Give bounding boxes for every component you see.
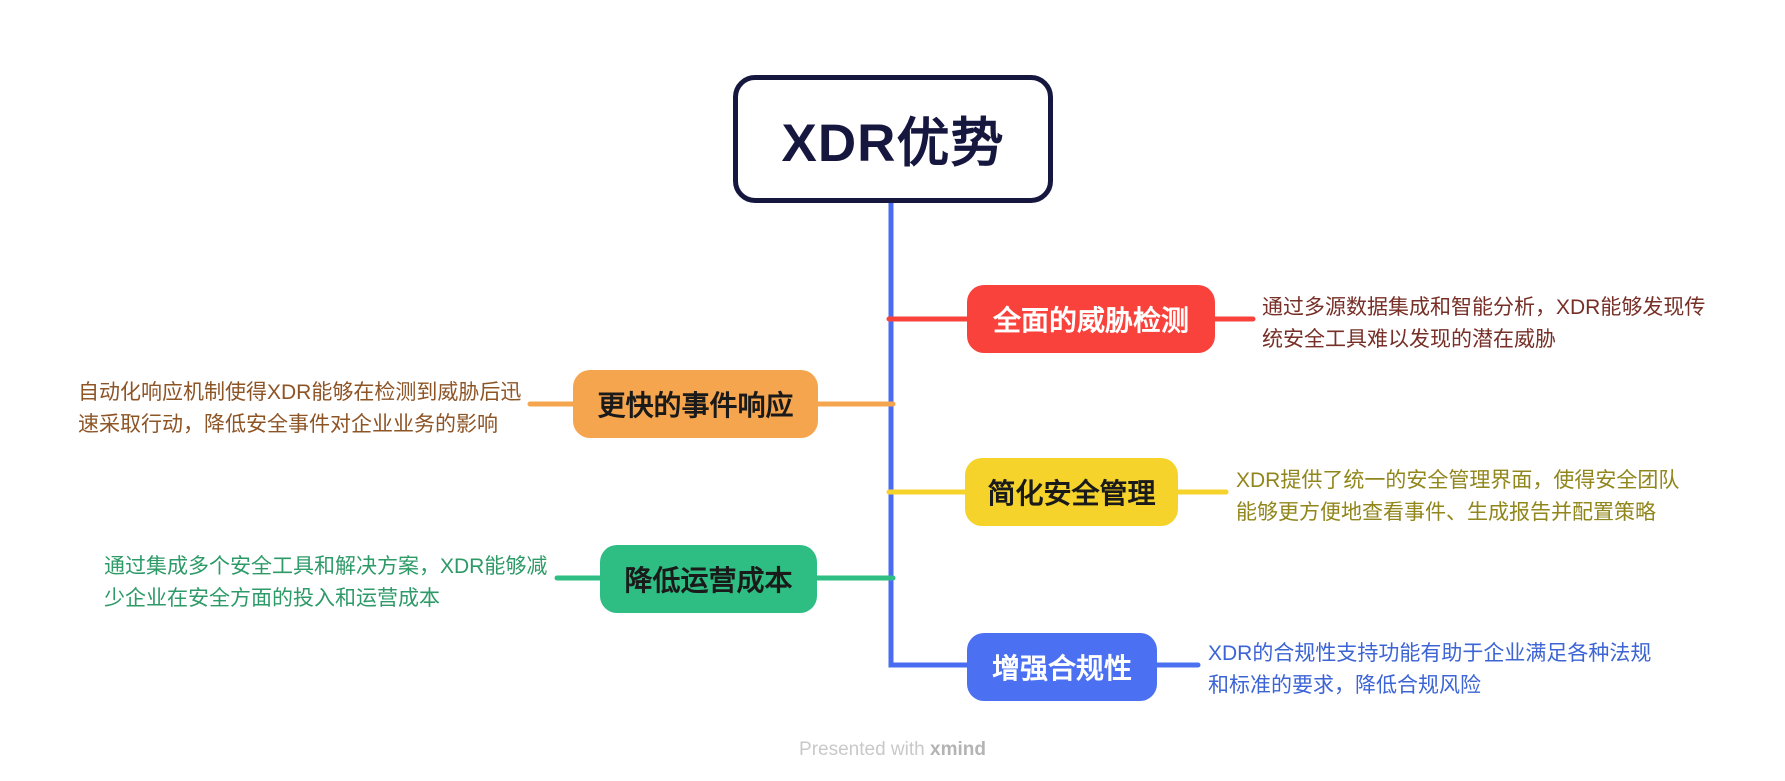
topic-simplified-management[interactable]: 简化安全管理: [965, 458, 1178, 526]
note-threat-detection[interactable]: 通过多源数据集成和智能分析，XDR能够发现传统安全工具难以发现的潜在威胁: [1262, 296, 1706, 351]
topic-faster-response[interactable]: 更快的事件响应: [573, 370, 818, 438]
topic-compliance-label: 增强合规性: [991, 653, 1132, 684]
topic-simplified-management-label: 简化安全管理: [987, 478, 1156, 509]
trunk-line: [888, 200, 967, 668]
note-lower-cost[interactable]: 通过集成多个安全工具和解决方案，XDR能够减少企业在安全方面的投入和运营成本: [104, 555, 548, 610]
watermark: Presented with xmind: [0, 739, 1785, 761]
topic-faster-response-label: 更快的事件响应: [597, 390, 794, 421]
topic-lower-cost[interactable]: 降低运营成本: [600, 545, 817, 613]
note-simplified-management[interactable]: XDR提供了统一的安全管理界面，使得安全团队能够更方便地查看事件、生成报告并配置…: [1236, 469, 1680, 524]
note-faster-response[interactable]: 自动化响应机制使得XDR能够在检测到威胁后迅速采取行动，降低安全事件对企业业务的…: [78, 381, 522, 436]
note-compliance[interactable]: XDR的合规性支持功能有助于企业满足各种法规和标准的要求，降低合规风险: [1208, 642, 1652, 697]
watermark-brand: xmind: [930, 739, 986, 760]
topic-threat-detection[interactable]: 全面的威胁检测: [967, 285, 1215, 353]
watermark-prefix: Presented with: [799, 739, 925, 760]
root-topic[interactable]: XDR优势: [733, 75, 1053, 203]
topic-lower-cost-label: 降低运营成本: [624, 565, 793, 596]
topic-compliance[interactable]: 增强合规性: [967, 633, 1157, 701]
topic-threat-detection-label: 全面的威胁检测: [992, 305, 1189, 336]
root-topic-label: XDR优势: [781, 114, 1005, 173]
